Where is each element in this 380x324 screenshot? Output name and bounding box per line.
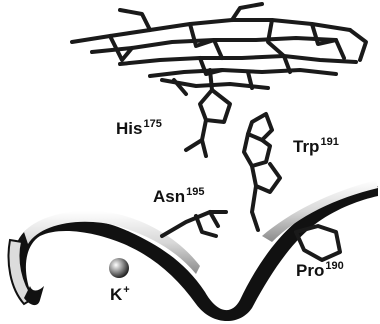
k-charge: + <box>123 284 129 296</box>
his-name: His <box>116 119 142 138</box>
pro190-label: Pro190 <box>296 262 344 279</box>
potassium-label: K+ <box>110 286 130 303</box>
asn-number: 195 <box>186 186 204 198</box>
trp191-residue <box>244 114 280 230</box>
asn195-residue <box>162 212 226 236</box>
asn-name: Asn <box>153 187 185 206</box>
heme-group <box>72 4 366 94</box>
trp-number: 191 <box>320 136 338 148</box>
pro-number: 190 <box>325 260 343 272</box>
pro-name: Pro <box>296 261 324 280</box>
pro190-residue <box>296 226 340 260</box>
trp-name: Trp <box>293 137 319 156</box>
his-number: 175 <box>143 118 161 130</box>
potassium-ion <box>109 258 129 278</box>
k-name: K <box>110 285 122 304</box>
his175-label: His175 <box>116 120 162 137</box>
trp191-label: Trp191 <box>293 138 339 155</box>
asn195-label: Asn195 <box>153 188 204 205</box>
